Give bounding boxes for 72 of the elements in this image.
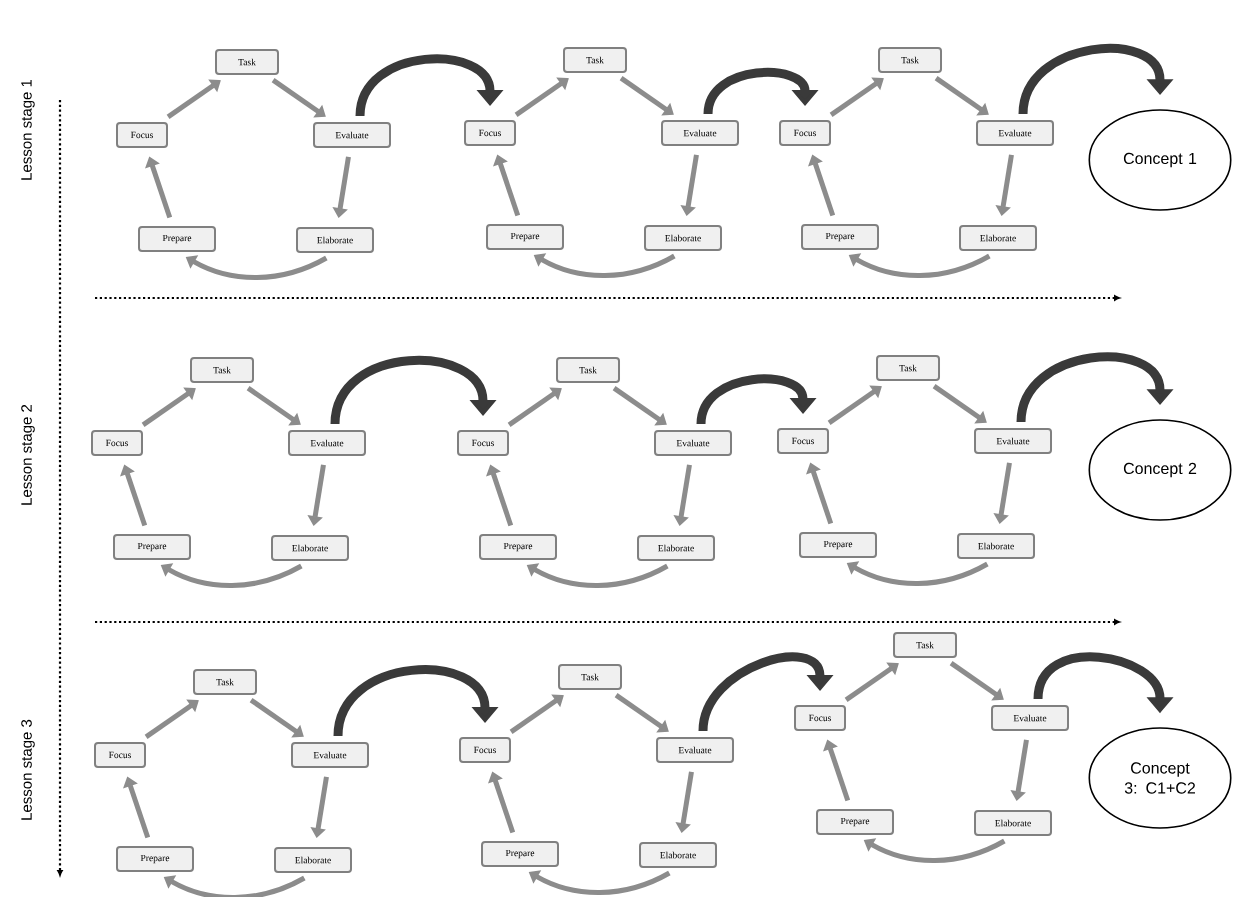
step-box: Task (556, 357, 620, 383)
step-box: Task (893, 632, 957, 658)
step-box: Prepare (116, 846, 194, 872)
arrow (619, 76, 674, 116)
step-box: Focus (91, 430, 143, 456)
step-box: Task (878, 47, 942, 73)
stage-label: Lesson stage 1 (21, 79, 35, 180)
arrow (614, 693, 669, 733)
curved-arrow (333, 665, 499, 737)
step-box: Focus (459, 737, 511, 763)
arrow (271, 78, 326, 118)
step-box: Elaborate (296, 227, 374, 253)
stage-label: Lesson stage 3 (21, 719, 35, 820)
arrow (827, 385, 882, 425)
step-box: Focus (94, 742, 146, 768)
arrow (246, 386, 301, 426)
arrow (844, 662, 899, 702)
arrow (166, 79, 221, 119)
step-box: Evaluate (656, 737, 734, 763)
step-box: Evaluate (974, 428, 1052, 454)
arrow (509, 694, 564, 734)
step-box: Focus (794, 705, 846, 731)
curved-arrow (355, 54, 504, 117)
step-box: Elaborate (271, 535, 349, 561)
step-box: Evaluate (288, 430, 366, 456)
arrow (507, 387, 562, 427)
curved-arrow (1016, 352, 1174, 423)
arrow (949, 661, 1004, 701)
step-box: Evaluate (991, 705, 1069, 731)
step-box: Evaluate (313, 122, 391, 148)
step-box: Focus (777, 428, 829, 454)
arrow (932, 384, 987, 424)
step-box: Focus (779, 120, 831, 146)
step-box: Task (215, 49, 279, 75)
curved-arrow (698, 652, 834, 732)
step-box: Elaborate (974, 810, 1052, 836)
step-box: Elaborate (957, 533, 1035, 559)
step-box: Evaluate (976, 120, 1054, 146)
step-box: Elaborate (959, 225, 1037, 251)
step-box: Focus (464, 120, 516, 146)
arrow (249, 698, 304, 738)
step-box: Prepare (801, 224, 879, 250)
step-box: Prepare (799, 532, 877, 558)
step-box: Prepare (113, 534, 191, 560)
step-box: Task (563, 47, 627, 73)
step-box: Elaborate (639, 842, 717, 868)
step-box: Task (193, 669, 257, 695)
step-box: Prepare (486, 224, 564, 250)
step-box: Task (558, 664, 622, 690)
stage-label: Lesson stage 2 (21, 404, 35, 505)
curved-arrow (1018, 44, 1174, 115)
step-box: Evaluate (291, 742, 369, 768)
step-box: Task (876, 355, 940, 381)
step-box: Prepare (138, 226, 216, 252)
step-box: Focus (457, 430, 509, 456)
step-box: Elaborate (644, 225, 722, 251)
step-box: Elaborate (637, 535, 715, 561)
step-box: Elaborate (274, 847, 352, 873)
step-box: Prepare (816, 809, 894, 835)
arrow (612, 386, 667, 426)
arrow (144, 699, 199, 739)
step-box: Task (190, 357, 254, 383)
step-box: Prepare (479, 534, 557, 560)
arrow (934, 76, 989, 116)
curved-arrow (330, 356, 497, 425)
step-box: Focus (116, 122, 168, 148)
arrow (829, 77, 884, 117)
arrow (514, 77, 569, 117)
step-box: Prepare (481, 841, 559, 867)
arrow (141, 387, 196, 427)
step-box: Evaluate (654, 430, 732, 456)
step-box: Evaluate (661, 120, 739, 146)
